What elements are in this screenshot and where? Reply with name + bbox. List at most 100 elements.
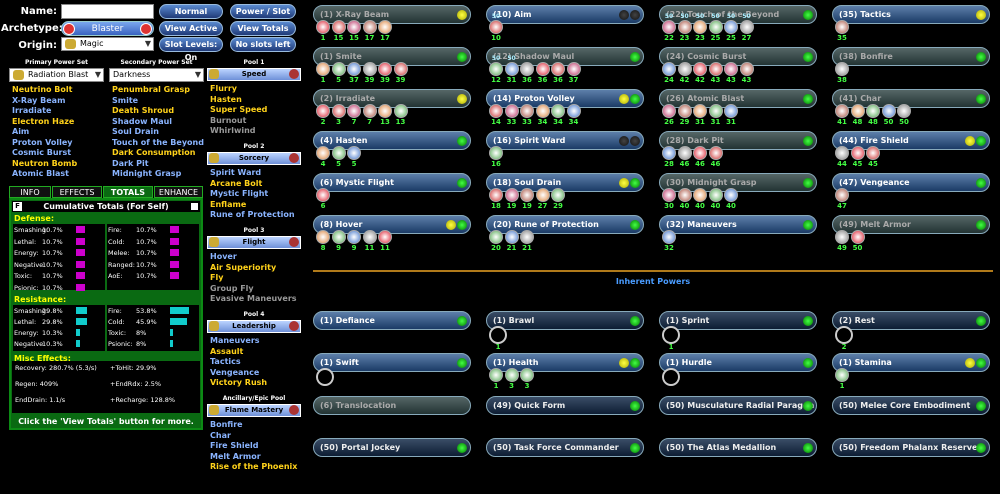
power-slot[interactable]: (50) Freedom Phalanx Reserve	[832, 438, 990, 457]
tab-effects[interactable]: EFFECTS	[52, 186, 102, 198]
enhancement-icon[interactable]	[489, 104, 503, 118]
power-slot[interactable]: (44) Fire Shield	[832, 131, 990, 150]
pool-toggle-icon[interactable]	[289, 321, 299, 331]
view-active-sets-button[interactable]: View Active Sets	[159, 21, 223, 46]
power-slot[interactable]: (6) Mystic Flight	[313, 173, 471, 192]
power-slot[interactable]: (49) Melt Armor	[832, 215, 990, 234]
enhancement-icon[interactable]	[677, 188, 692, 202]
empty-slot-icon[interactable]	[662, 368, 680, 386]
enhancement-icon[interactable]	[504, 62, 519, 76]
status-light-icon[interactable]	[630, 94, 640, 104]
status-light-icon[interactable]	[976, 52, 986, 62]
pool-power-item[interactable]: Assault	[210, 346, 244, 356]
status-light-icon[interactable]	[619, 358, 629, 368]
pool-power-item[interactable]: Whirlwind	[210, 126, 256, 135]
power-slot[interactable]: (20) Rune of Protection	[486, 215, 644, 234]
power-list-item[interactable]: Proton Volley	[12, 137, 73, 147]
pool-power-item[interactable]: Tactics	[210, 357, 241, 366]
enhancement-icon[interactable]	[739, 62, 754, 76]
enhancement-icon[interactable]	[347, 146, 361, 160]
status-light-icon[interactable]	[803, 136, 813, 146]
status-light-icon[interactable]	[630, 178, 640, 188]
status-light-icon[interactable]	[803, 220, 813, 230]
enhancement-icon[interactable]	[362, 104, 377, 118]
pool-power-item[interactable]: Spirit Ward	[210, 168, 262, 177]
status-light-icon[interactable]	[803, 358, 813, 368]
enhancement-icon[interactable]	[520, 62, 534, 76]
enhancement-icon[interactable]	[724, 62, 738, 76]
status-light-icon[interactable]	[803, 443, 813, 453]
status-light-icon[interactable]	[976, 10, 986, 20]
power-slot[interactable]: (35) Tactics	[832, 5, 990, 24]
enhancement-icon[interactable]	[566, 104, 581, 118]
power-list-item[interactable]: Cosmic Burst	[12, 148, 72, 157]
enhancement-icon[interactable]	[677, 146, 692, 160]
status-light-icon[interactable]	[803, 316, 813, 326]
power-list-item[interactable]: Neutron Bomb	[12, 158, 78, 168]
power-list-item[interactable]: Touch of the Beyond	[112, 137, 204, 147]
enhancement-icon[interactable]	[316, 104, 330, 118]
pool-power-item[interactable]: Fly	[210, 273, 224, 282]
enhancement-icon[interactable]	[724, 188, 738, 202]
status-light-icon[interactable]	[803, 52, 813, 62]
enhancement-icon[interactable]	[708, 20, 723, 34]
pool-power-item[interactable]: Super Speed	[210, 105, 268, 114]
enhancement-icon[interactable]	[378, 104, 392, 118]
power-slot[interactable]: (50) The Atlas Medallion	[659, 438, 817, 457]
enhancement-icon[interactable]	[331, 146, 346, 160]
enhancement-icon[interactable]	[378, 20, 392, 34]
tab-enhance[interactable]: ENHANCE	[154, 186, 203, 198]
status-light-icon[interactable]	[619, 10, 629, 20]
pool-power-item[interactable]: Air Superiority	[210, 262, 277, 272]
status-light-icon[interactable]	[619, 136, 629, 146]
pool-power-item[interactable]: Melt Armor	[210, 451, 261, 461]
power-slot[interactable]: (1) Hurdle	[659, 353, 817, 372]
power-slot[interactable]: (50) Task Force Commander	[486, 438, 644, 457]
status-light-icon[interactable]	[965, 358, 975, 368]
enhancement-icon[interactable]	[835, 146, 849, 160]
enhancement-icon[interactable]	[520, 104, 534, 118]
status-light-icon[interactable]	[965, 136, 975, 146]
power-list-item[interactable]: Dark Consumption	[112, 148, 196, 157]
status-light-icon[interactable]	[457, 178, 467, 188]
pool-selector[interactable]: Flight	[207, 236, 301, 249]
status-light-icon[interactable]	[630, 136, 640, 146]
empty-slot-icon[interactable]	[835, 326, 853, 344]
enhancement-icon[interactable]	[551, 62, 565, 76]
status-light-icon[interactable]	[630, 10, 640, 20]
enhancement-icon[interactable]	[693, 20, 707, 34]
enhancement-icon[interactable]	[708, 188, 723, 202]
power-list-item[interactable]: Midnight Grasp	[112, 169, 182, 178]
enhancement-icon[interactable]	[378, 62, 392, 76]
enhancement-icon[interactable]	[866, 146, 880, 160]
expand-icon[interactable]	[190, 202, 199, 211]
enhancement-icon[interactable]	[347, 20, 361, 34]
power-slot[interactable]: (32) Maneuvers	[659, 215, 817, 234]
enhancement-icon[interactable]	[835, 230, 849, 244]
status-light-icon[interactable]	[803, 10, 813, 20]
status-light-icon[interactable]	[630, 443, 640, 453]
power-list-item[interactable]: Smite	[112, 95, 139, 105]
power-slot[interactable]: (50) Musculature Radial Paragon	[659, 396, 817, 415]
power-slot[interactable]: (4) Hasten	[313, 131, 471, 150]
normal-button[interactable]: Normal	[159, 4, 223, 19]
enhancement-icon[interactable]	[347, 62, 361, 76]
enhancement-icon[interactable]	[489, 62, 503, 76]
tab-totals[interactable]: TOTALS	[103, 186, 153, 198]
status-light-icon[interactable]	[457, 94, 467, 104]
status-light-icon[interactable]	[976, 401, 986, 411]
enhancement-icon[interactable]	[551, 104, 565, 118]
pool-selector[interactable]: Leadership	[207, 320, 301, 333]
enhancement-icon[interactable]	[331, 230, 346, 244]
power-slot[interactable]: (28) Dark Pit	[659, 131, 817, 150]
power-slot[interactable]: (16) Spirit Ward	[486, 131, 644, 150]
pool-power-item[interactable]: Evasive Maneuvers	[210, 294, 297, 303]
pool-selector[interactable]: Sorcery	[207, 152, 301, 165]
power-slot[interactable]: (14) Proton Volley	[486, 89, 644, 108]
enhancement-icon[interactable]	[316, 146, 330, 160]
enhancement-icon[interactable]	[535, 62, 550, 76]
enhancement-icon[interactable]	[566, 62, 581, 76]
enhancement-icon[interactable]	[489, 146, 503, 160]
status-light-icon[interactable]	[457, 52, 467, 62]
enhancement-icon[interactable]	[662, 20, 676, 34]
